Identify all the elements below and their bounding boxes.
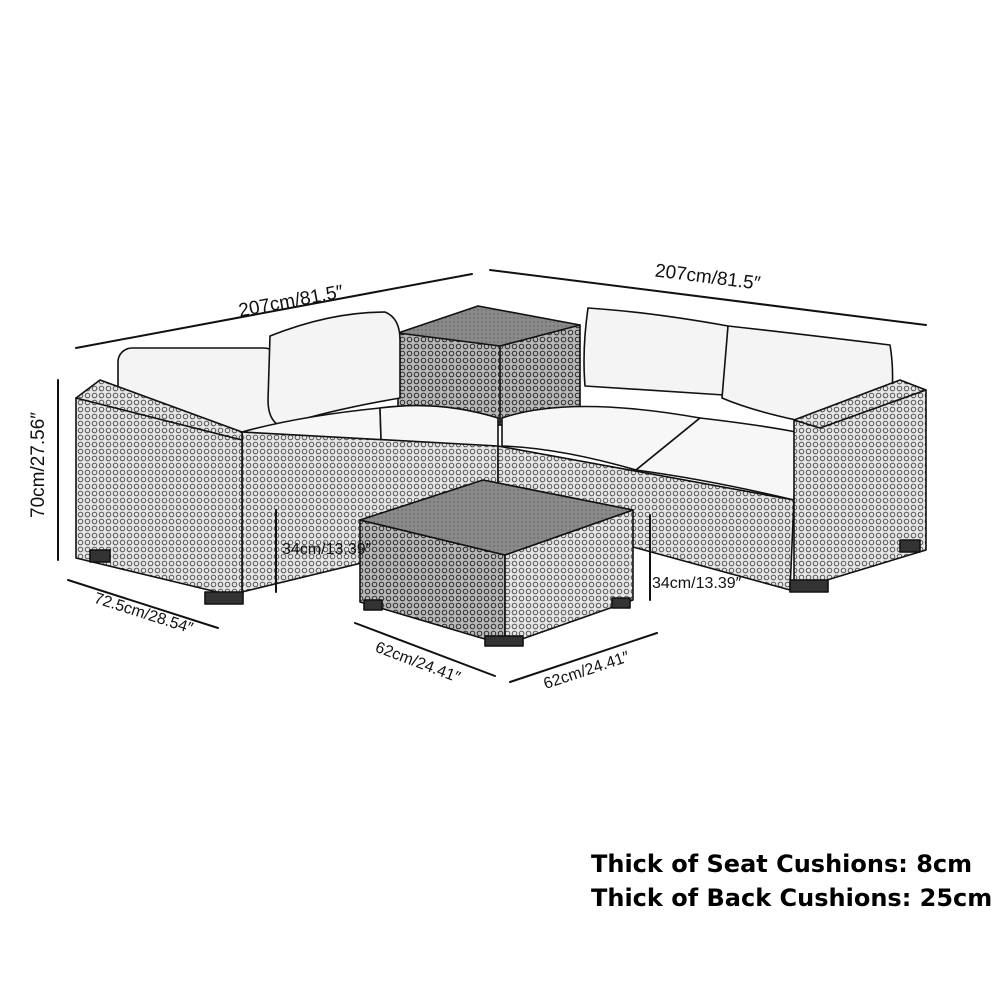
- right-sofa-base: [497, 379, 927, 593]
- dimension-lines: [57, 269, 927, 683]
- coffee-table: [359, 479, 634, 647]
- depth-line: [67, 579, 219, 629]
- seat-cushion-spec: Thick of Seat Cushions: 8cm: [591, 850, 973, 878]
- table-depth-line: [509, 632, 658, 683]
- right-length-line: [489, 269, 927, 326]
- right-back-cushions: [583, 307, 894, 421]
- height-label: 70cm/27.56″: [28, 412, 49, 518]
- depth-label: 72.5cm/28.54″: [92, 590, 195, 637]
- left-back-cushions: [117, 311, 401, 441]
- seat-height-left-label: 34cm/13.39″: [282, 541, 372, 558]
- back-cushion-spec: Thick of Back Cushions: 25cm: [591, 884, 993, 912]
- seat-height-right-label: 34cm/13.39″: [652, 575, 742, 592]
- left-length-line: [75, 273, 473, 349]
- table-width-line: [354, 622, 496, 677]
- left-sofa-base: [75, 379, 499, 605]
- left-length-label: 207cm/81.5″: [237, 281, 345, 321]
- table-depth-label: 62cm/24.41″: [542, 648, 632, 692]
- sofa-set: [75, 305, 927, 647]
- right-length-label: 207cm/81.5″: [654, 260, 762, 294]
